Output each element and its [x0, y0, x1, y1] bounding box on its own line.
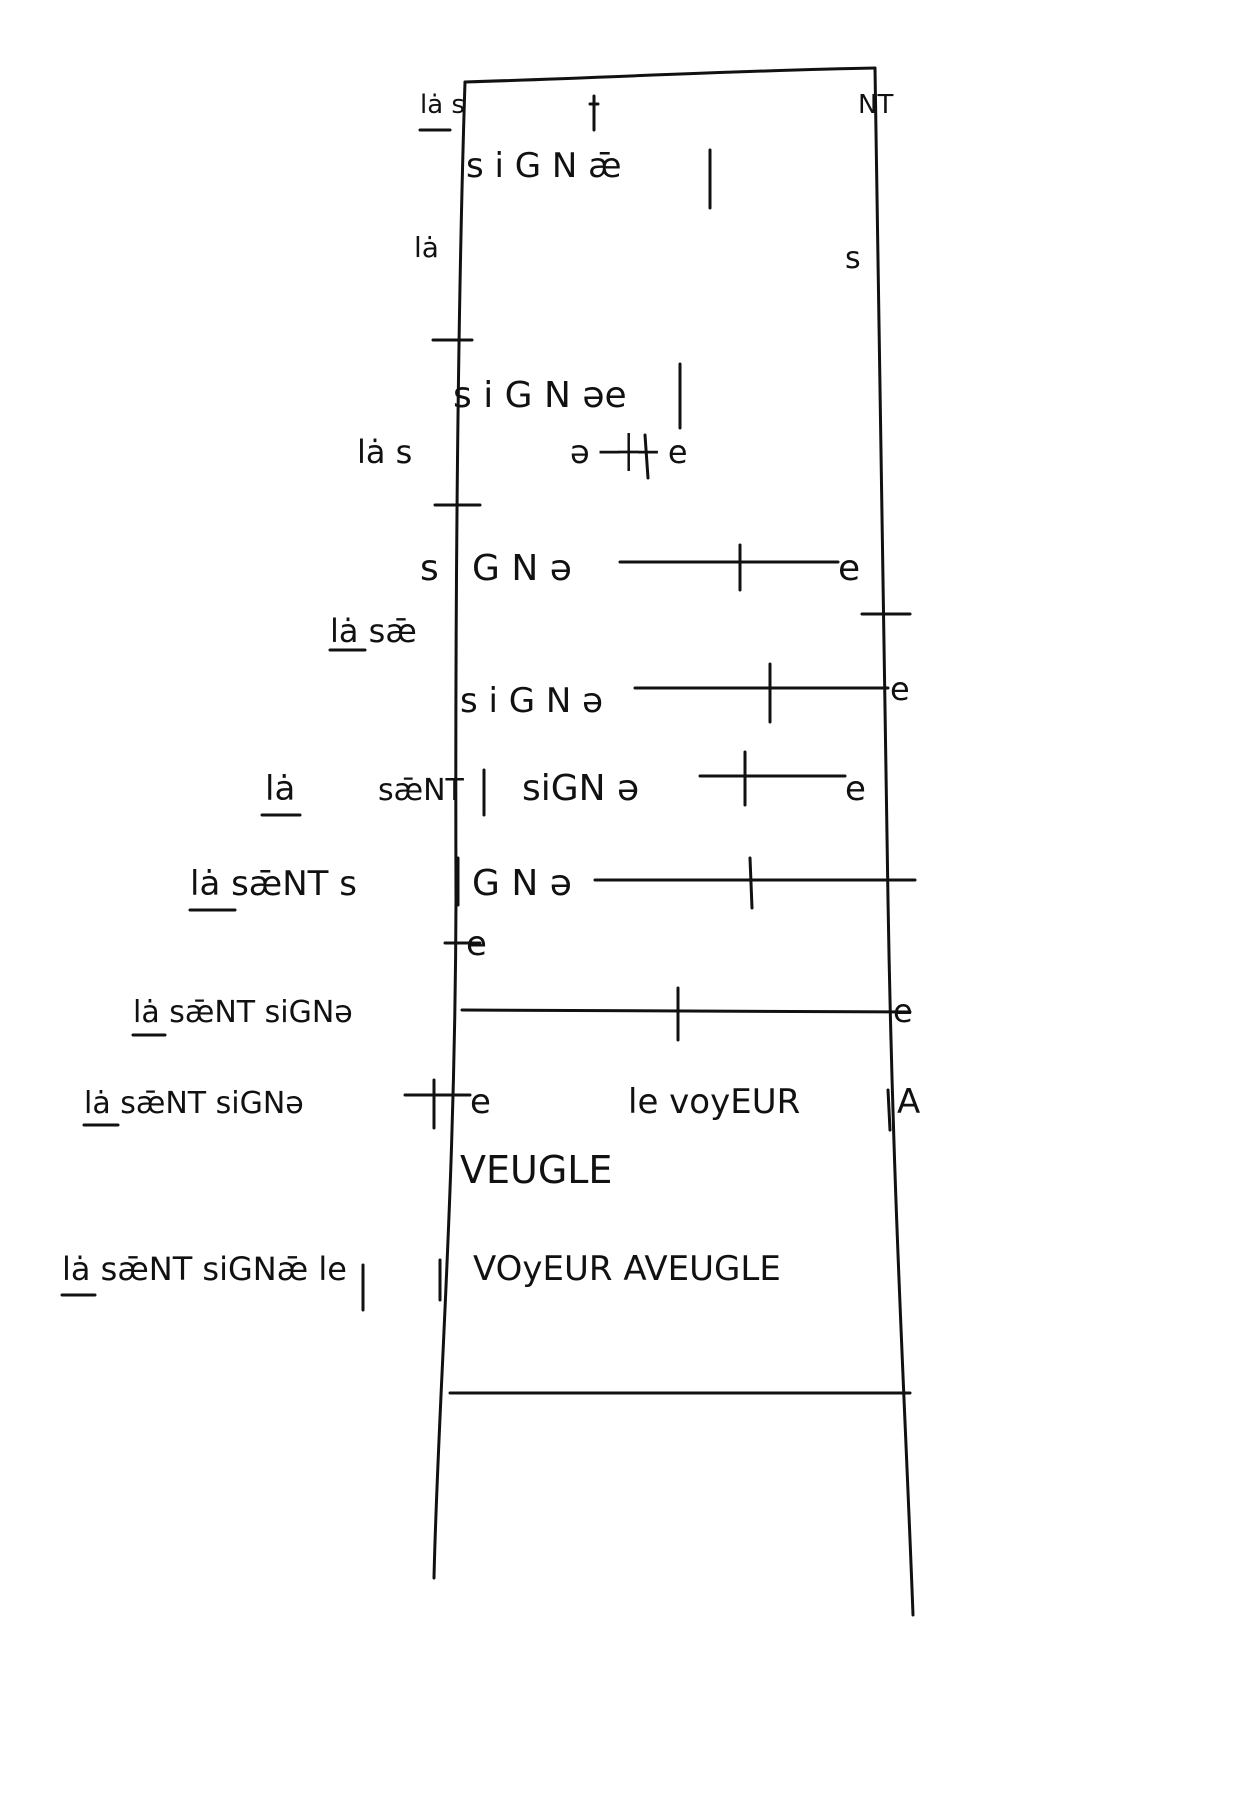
- ladder-right-rail: [873, 66, 915, 1617]
- cross-stroke: [588, 94, 600, 132]
- poem-line: G N ǝ: [472, 863, 572, 904]
- poem-line: s: [845, 241, 861, 276]
- cross-stroke: [748, 856, 754, 910]
- poem-line: NT: [858, 90, 893, 120]
- poem-line: VEUGLE: [460, 1148, 612, 1192]
- poem-line: e: [890, 670, 910, 708]
- poem-line: s: [420, 548, 439, 589]
- cross-stroke: [643, 433, 650, 480]
- poem-line: lȧ sǣNT siGNǣ le: [62, 1250, 347, 1288]
- poem-line: e: [893, 992, 913, 1030]
- poem-line: s i G N ǣ: [466, 146, 622, 186]
- poem-line: s i G N ǝe: [453, 375, 627, 416]
- poem-line: lȧ sǣNT siGNǝ: [133, 995, 353, 1030]
- ladder-frame: [432, 66, 915, 1617]
- poem-line: e: [838, 548, 860, 589]
- poem-line: s i G N ǝ: [460, 681, 603, 721]
- poem-line: lȧ: [414, 231, 439, 264]
- poem-line: le voyEUR: [628, 1082, 800, 1122]
- cross-stroke: [886, 1088, 892, 1132]
- poem-line: sǣNT: [378, 773, 465, 808]
- poem-line: e: [470, 1082, 491, 1122]
- ladder-top-rung: [463, 66, 877, 84]
- poem-line: lȧ sǣ: [330, 612, 417, 650]
- poem-line: siGN ǝ: [522, 768, 639, 809]
- poem-line: A: [897, 1082, 920, 1122]
- poem-line: G N ǝ: [472, 548, 572, 589]
- poem-line: e: [845, 769, 866, 809]
- poem-line: lȧ sǣNT siGNǝ: [84, 1086, 304, 1121]
- poem-line: ǝ ─┼─ e: [570, 432, 688, 471]
- poem-line: VOyEUR AVEUGLE: [473, 1249, 781, 1289]
- underlines: [60, 128, 452, 1297]
- poem-line: lȧ s: [420, 90, 465, 120]
- cross-strokes: [361, 94, 917, 1312]
- ladder-left-rail: [432, 80, 467, 1580]
- poem-line: lȧ: [265, 769, 295, 809]
- poem-line: e: [466, 924, 487, 964]
- cross-stroke: [460, 1008, 912, 1014]
- poem-line: lȧ s: [357, 433, 412, 471]
- poem-line: lȧ sǣNT s: [190, 864, 357, 904]
